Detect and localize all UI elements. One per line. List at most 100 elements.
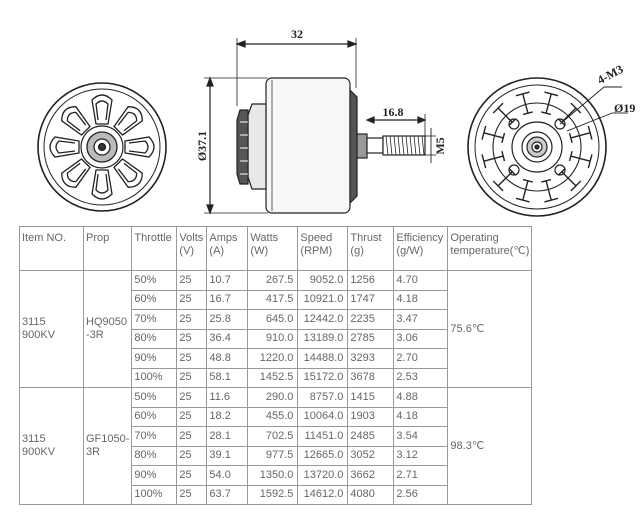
thrust-cell: 1747 (347, 289, 395, 310)
amps-cell: 10.7 (206, 270, 249, 291)
watts-cell: 290.0 (247, 387, 299, 408)
motor-test-data-table: Item NO. Prop Throttle Volts (V) Amps (A… (19, 226, 533, 505)
rotor-spoke (91, 94, 113, 125)
stator-base-slot (568, 151, 593, 169)
thrust-cell: 2235 (347, 309, 395, 330)
watts-cell: 1350.0 (247, 465, 299, 486)
shaft-thread-line (421, 135, 425, 156)
speed-cell: 10921.0 (297, 289, 349, 310)
rotor-spoke (124, 136, 155, 158)
efficiency-cell: 3.12 (393, 445, 449, 466)
operating-temperature-cell: 98.3℃ (447, 387, 533, 505)
throttle-cell: 90% (131, 465, 178, 486)
stator-base-slot (492, 102, 517, 127)
watts-cell: 417.5 (247, 289, 299, 310)
stator-base-slot (541, 91, 559, 116)
stator-base-slot (515, 178, 533, 203)
amps-cell: 18.2 (206, 406, 249, 427)
thrust-cell: 4080 (347, 484, 395, 505)
shaft-thread-line (405, 135, 409, 156)
amps-cell: 36.4 (206, 328, 249, 349)
speed-cell: 14612.0 (297, 484, 349, 505)
rotor-spoke (49, 136, 80, 158)
speed-cell: 14488.0 (297, 348, 349, 369)
efficiency-cell: 4.70 (393, 270, 449, 291)
prop-cell: HQ9050 -3R (82, 270, 133, 388)
motor-bottom-view (467, 77, 628, 217)
stator-base-slot (492, 167, 517, 192)
header-thrust: Thrust (g) (347, 226, 395, 271)
volts-cell: 25 (176, 348, 208, 369)
stator-base-slot (568, 125, 593, 143)
shaft-thread-line (409, 135, 413, 156)
throttle-cell: 100% (131, 484, 178, 505)
rotor-spoke (113, 106, 143, 136)
stator-base-slot (481, 125, 506, 143)
efficiency-cell: 2.71 (393, 465, 449, 486)
header-prop: Prop (82, 226, 133, 271)
efficiency-cell: 3.47 (393, 309, 449, 330)
amps-cell: 16.7 (206, 289, 249, 310)
efficiency-cell: 2.56 (393, 484, 449, 505)
prop-cell: GF1050- 3R (82, 387, 133, 505)
operating-temperature-cell: 75.6℃ (447, 270, 533, 388)
dimension-shaft-thread-label: M5 (433, 137, 447, 154)
volts-cell: 25 (176, 309, 208, 330)
shaft-thread-line (385, 135, 389, 156)
speed-cell: 12665.0 (297, 445, 349, 466)
stator-base-slot (541, 178, 559, 203)
speed-cell: 15172.0 (297, 367, 349, 388)
efficiency-cell: 3.06 (393, 328, 449, 349)
table-header-row: Item NO. Prop Throttle Volts (V) Amps (A… (19, 226, 533, 271)
speed-cell: 9052.0 (297, 270, 349, 291)
amps-cell: 48.8 (206, 348, 249, 369)
header-amps: Amps (A) (206, 226, 249, 271)
speed-cell: 13720.0 (297, 465, 349, 486)
throttle-cell: 90% (131, 348, 178, 369)
shaft-thread-line (417, 135, 421, 156)
amps-cell: 11.6 (206, 387, 249, 408)
header-efficiency: Efficiency (g/W) (393, 226, 449, 271)
shaft-thread-line (393, 135, 397, 156)
efficiency-cell: 4.88 (393, 387, 449, 408)
efficiency-cell: 4.18 (393, 289, 449, 310)
motor-technical-drawing: 32 Ø37.1 16.8 M5 4-M3 Ø19 (37, 27, 635, 217)
speed-cell: 12442.0 (297, 309, 349, 330)
throttle-cell: 50% (131, 270, 178, 291)
efficiency-cell: 4.18 (393, 406, 449, 427)
volts-cell: 25 (176, 426, 208, 447)
volts-cell: 25 (176, 289, 208, 310)
thrust-cell: 3293 (347, 348, 395, 369)
shaft-thread-line (413, 135, 417, 156)
rotor-spoke (61, 106, 91, 136)
throttle-cell: 50% (131, 387, 178, 408)
watts-cell: 977.5 (247, 445, 299, 466)
watts-cell: 1592.5 (247, 484, 299, 505)
header-throttle: Throttle (131, 226, 178, 271)
thrust-cell: 3678 (347, 367, 395, 388)
efficiency-cell: 3.54 (393, 426, 449, 447)
item-number-cell: 3115 900KV (19, 387, 84, 505)
speed-cell: 13189.0 (297, 328, 349, 349)
volts-cell: 25 (176, 387, 208, 408)
throttle-cell: 70% (131, 309, 178, 330)
throttle-cell: 70% (131, 426, 178, 447)
rotor-spoke (113, 158, 143, 188)
speed-cell: 11451.0 (297, 426, 349, 447)
shaft-thread-line (401, 135, 405, 156)
header-item-no: Item NO. (19, 226, 84, 271)
watts-cell: 455.0 (247, 406, 299, 427)
thrust-cell: 1415 (347, 387, 395, 408)
header-operating-temperature: Operating temperature(℃) (447, 226, 533, 271)
throttle-cell: 80% (131, 445, 178, 466)
dimension-bolt-circle-label: Ø19 (614, 101, 635, 115)
thrust-cell: 2485 (347, 426, 395, 447)
amps-cell: 39.1 (206, 445, 249, 466)
amps-cell: 25.8 (206, 309, 249, 330)
thrust-cell: 1903 (347, 406, 395, 427)
